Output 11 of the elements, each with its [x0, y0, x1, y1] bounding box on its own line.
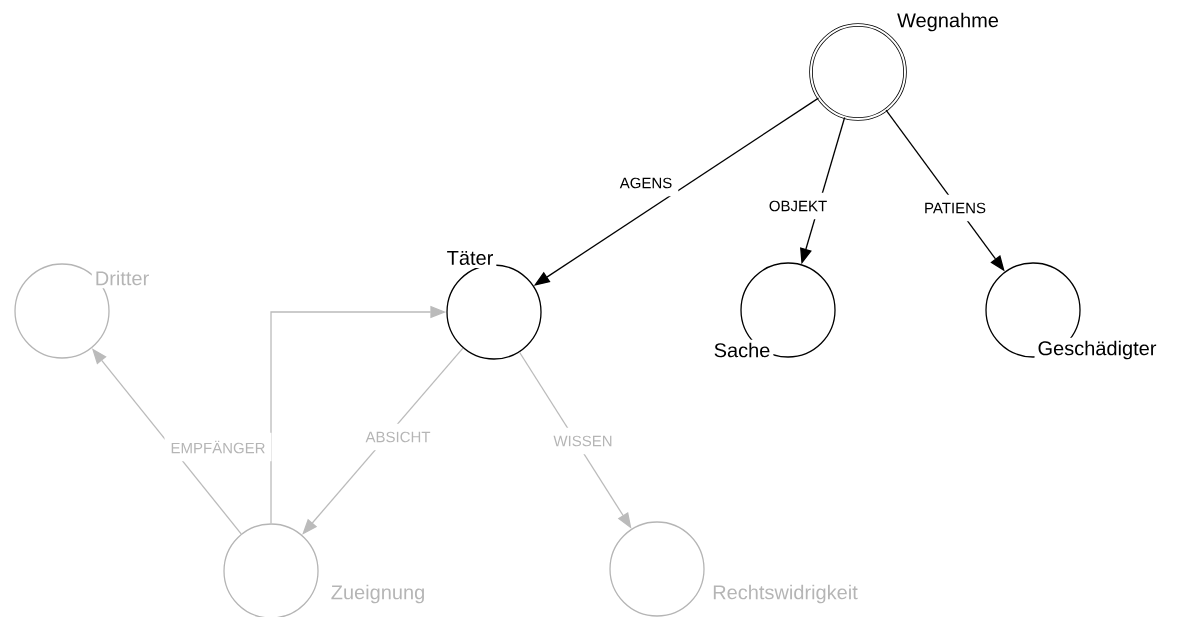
arrow [302, 347, 464, 535]
node-label: Rechtswidrigkeit [713, 584, 858, 604]
node-label: Wegnahme [897, 12, 999, 32]
edge-label: ABSICHT [359, 423, 437, 451]
edge-label: EMPFÄNGER [164, 432, 272, 462]
edge-label: WISSEN [547, 427, 619, 455]
node-label: Zueignung [331, 584, 424, 604]
edge-label: AGENS [613, 169, 679, 197]
edge-label: PATIENS [918, 194, 992, 222]
node-label: Täter [447, 251, 494, 265]
edge-label: OBJEKT [762, 192, 834, 220]
